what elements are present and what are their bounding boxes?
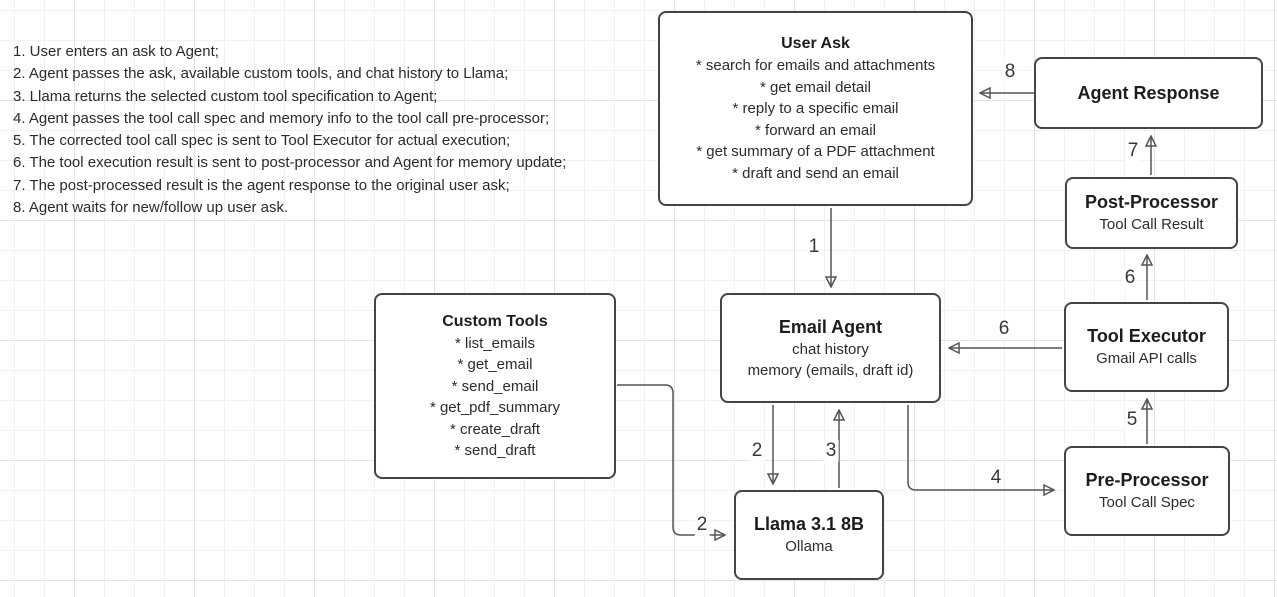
node-tool-executor[interactable]: Tool Executor Gmail API calls — [1064, 302, 1229, 392]
note-line: 8. Agent waits for new/follow up user as… — [13, 199, 289, 217]
edge-label-1: 1 — [806, 236, 822, 258]
edge-label-4: 4 — [988, 467, 1004, 489]
node-title: Llama 3.1 8B — [753, 514, 865, 535]
node-item: * list_emails — [454, 334, 536, 352]
node-title: Tool Executor — [1087, 326, 1206, 347]
note-line: 2. Agent passes the ask, available custo… — [13, 65, 509, 83]
node-subtitle: Tool Call Spec — [1099, 494, 1195, 512]
node-item: * draft and send an email — [732, 164, 899, 182]
edge-label-6-post: 6 — [1122, 267, 1138, 289]
note-line: 4. Agent passes the tool call spec and m… — [13, 109, 550, 127]
node-agent-response[interactable]: Agent Response — [1034, 57, 1263, 129]
edge-label-5: 5 — [1124, 409, 1140, 431]
node-title: Custom Tools — [442, 312, 548, 330]
node-title: Agent Response — [1077, 83, 1220, 103]
node-subtitle: Gmail API calls — [1096, 350, 1197, 368]
node-custom-tools[interactable]: Custom Tools * list_emails * get_email *… — [374, 293, 616, 479]
node-item: * create_draft — [449, 420, 541, 438]
node-item: * get_email — [457, 356, 533, 373]
node-item: * reply to a specific email — [732, 100, 899, 117]
node-item: * send_email — [451, 377, 539, 395]
node-title: User Ask — [781, 35, 850, 52]
edge-label-2-agent: 2 — [749, 440, 765, 462]
node-post-processor[interactable]: Post-Processor Tool Call Result — [1065, 177, 1238, 249]
node-item: * get email detail — [760, 78, 871, 96]
node-item: * send_draft — [454, 442, 536, 459]
edge-label-8: 8 — [1002, 61, 1018, 83]
node-llama[interactable]: Llama 3.1 8B Ollama — [734, 490, 884, 580]
note-line: 1. User enters an ask to Agent; — [13, 43, 219, 60]
node-subtitle: Ollama — [785, 538, 833, 556]
note-line: 3. Llama returns the selected custom too… — [13, 87, 438, 105]
edge-label-7: 7 — [1125, 140, 1141, 162]
edge-2-customtools-to-llama — [617, 384, 724, 535]
node-line: memory (emails, draft id) — [747, 362, 914, 379]
node-title: Pre-Processor — [1085, 470, 1209, 491]
node-subtitle: Tool Call Result — [1099, 216, 1204, 234]
note-line: 6. The tool execution result is sent to … — [13, 154, 567, 172]
process-steps-note[interactable]: 1. User enters an ask to Agent; 2. Agent… — [13, 41, 566, 219]
node-line: chat history — [792, 340, 869, 358]
node-item: * get summary of a PDF attachment — [696, 143, 935, 160]
node-email-agent[interactable]: Email Agent chat history memory (emails,… — [720, 293, 941, 403]
edge-4-emailagent-to-preprocessor — [907, 405, 1053, 490]
note-line: 5. The corrected tool call spec is sent … — [13, 132, 511, 150]
node-title: Post-Processor — [1084, 192, 1219, 213]
edge-label-3: 3 — [823, 440, 839, 462]
edge-label-2-tools: 2 — [694, 514, 710, 536]
node-pre-processor[interactable]: Pre-Processor Tool Call Spec — [1064, 446, 1230, 536]
node-user-ask[interactable]: User Ask * search for emails and attachm… — [658, 11, 973, 206]
node-item: * get_pdf_summary — [429, 399, 561, 416]
edge-label-6-agent: 6 — [996, 318, 1012, 340]
node-item: * forward an email — [755, 121, 876, 139]
note-line: 7. The post-processed result is the agen… — [13, 176, 510, 194]
node-title: Email Agent — [778, 316, 883, 337]
node-item: * search for emails and attachments — [695, 57, 936, 74]
